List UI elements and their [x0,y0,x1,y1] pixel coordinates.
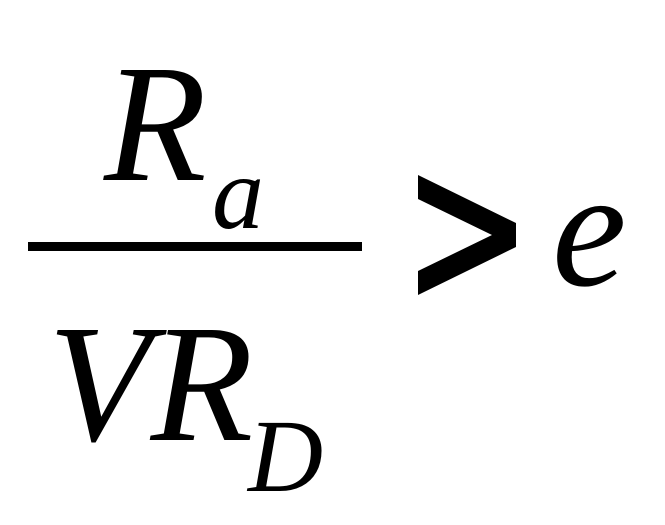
greater-than-sign: > [418,175,516,295]
numerator-subscript: a [212,136,264,251]
fraction-bar [28,242,362,251]
denominator-main: VR [48,291,254,477]
denominator-subscript: D [248,399,324,514]
numerator-main: R [104,31,207,217]
right-hand-side: e [552,136,627,322]
